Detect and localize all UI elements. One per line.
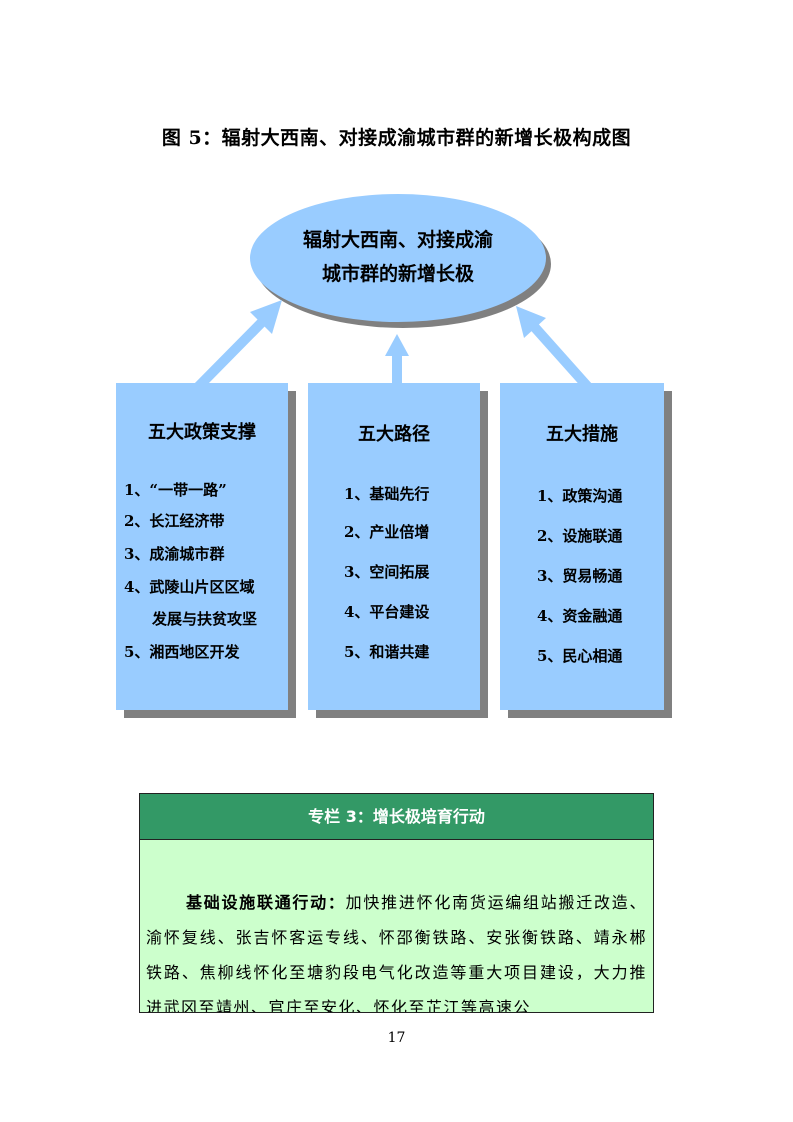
panel-title-policy: 五大政策支撑 bbox=[148, 422, 256, 443]
measures-item-4: 4、资金融通 bbox=[537, 607, 623, 625]
policy-item-3: 3、成渝城市群 bbox=[124, 545, 225, 563]
policy-item-5: 5、湘西地区开发 bbox=[124, 643, 240, 661]
paths-item-4: 4、平台建设 bbox=[344, 603, 430, 621]
panel-title-measures: 五大措施 bbox=[546, 424, 618, 445]
panel-policy bbox=[116, 383, 288, 710]
policy-item-4-cont: 发展与扶贫攻坚 bbox=[152, 610, 258, 628]
policy-item-1: 1、“一带一路” bbox=[124, 481, 227, 499]
paths-item-1: 1、基础先行 bbox=[344, 485, 430, 503]
sidebar-box-text: 加快推进怀化南货运编组站搬迁改造、渝怀复线、张吉怀客运专线、怀邵衡铁路、安张衡铁… bbox=[146, 893, 647, 1013]
sidebar-box-lead: 基础设施联通行动： bbox=[186, 893, 346, 912]
figure-title: 图 5：辐射大西南、对接成渝城市群的新增长极构成图 bbox=[161, 127, 632, 149]
panel-paths bbox=[308, 383, 480, 710]
center-line-2: 城市群的新增长极 bbox=[321, 263, 474, 285]
center-line-1: 辐射大西南、对接成渝 bbox=[302, 229, 493, 251]
paths-item-5: 5、和谐共建 bbox=[344, 643, 430, 661]
policy-item-2: 2、长江经济带 bbox=[124, 512, 225, 530]
panel-title-paths: 五大路径 bbox=[358, 424, 430, 445]
panel-measures bbox=[500, 383, 664, 710]
center-ellipse-text: 辐射大西南、对接成渝 城市群的新增长极 bbox=[258, 223, 538, 291]
sidebar-box-header: 专栏 3：增长极培育行动 bbox=[140, 794, 653, 840]
page-number: 17 bbox=[387, 1030, 406, 1046]
sidebar-box: 专栏 3：增长极培育行动 基础设施联通行动：加快推进怀化南货运编组站搬迁改造、渝… bbox=[139, 793, 654, 1013]
diagram bbox=[116, 194, 672, 718]
policy-item-4: 4、武陵山片区区域 bbox=[124, 578, 255, 596]
sidebar-box-body: 基础设施联通行动：加快推进怀化南货运编组站搬迁改造、渝怀复线、张吉怀客运专线、怀… bbox=[140, 840, 653, 1013]
measures-item-5: 5、民心相通 bbox=[537, 647, 623, 665]
arrow-right bbox=[516, 306, 592, 391]
arrow-left bbox=[194, 300, 282, 391]
center-ellipse bbox=[250, 194, 546, 322]
paths-item-3: 3、空间拓展 bbox=[344, 563, 430, 581]
measures-item-3: 3、贸易畅通 bbox=[537, 567, 623, 585]
measures-item-2: 2、设施联通 bbox=[537, 527, 623, 545]
measures-item-1: 1、政策沟通 bbox=[537, 487, 623, 505]
arrow-middle bbox=[385, 334, 409, 387]
paths-item-2: 2、产业倍增 bbox=[344, 523, 430, 541]
